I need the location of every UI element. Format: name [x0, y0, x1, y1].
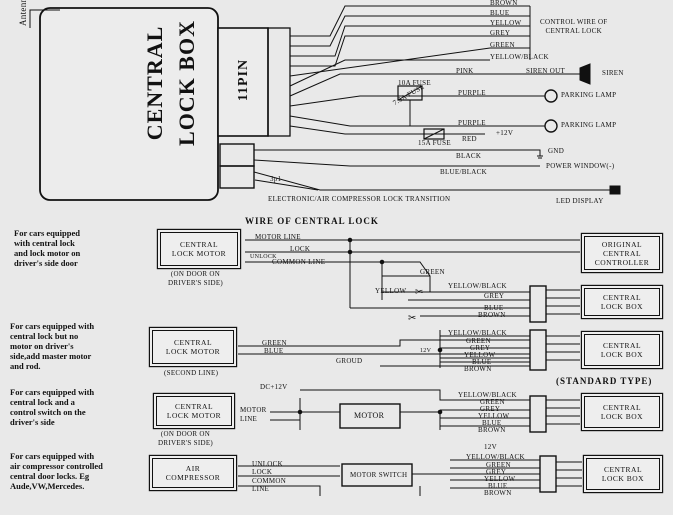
fuse-10a-label: 10A FUSE	[398, 79, 431, 87]
s1-motor-line: MOTOR LINE	[255, 233, 301, 241]
s1-w-blue: BLUE	[484, 304, 504, 312]
standard-type-label: (STANDARD TYPE)	[556, 376, 653, 386]
s3-w-grey: GREY	[480, 405, 501, 413]
s1-yellow: YELLOW	[375, 287, 407, 295]
wire-brown: BROWN	[490, 0, 518, 7]
section-1-device: CENTRAL LOCK MOTOR	[160, 232, 238, 266]
s2-w-green: GREEN	[466, 337, 491, 345]
s1-w-brown: BROWN	[478, 311, 506, 319]
s3-w-yellow-black: YELLOW/BLACK	[458, 391, 517, 399]
s2-blue: BLUE	[264, 347, 284, 355]
wire-red: RED	[462, 135, 477, 143]
s3-dc12v: DC+12V	[260, 383, 288, 391]
section-4-description: For cars equipped with air compressor co…	[10, 451, 103, 491]
s4-lock: LOCK	[252, 468, 273, 476]
s1-central-lock-box: CENTRAL LOCK BOX	[584, 288, 660, 316]
s3-motor: MOTOR	[354, 411, 385, 420]
s4-w-yellow-black: YELLOW/BLACK	[466, 453, 525, 461]
s2-w-yellow: YELLOW	[464, 351, 496, 359]
s1-lock: LOCK	[290, 245, 311, 253]
section-1-description: For cars equipped with central lock and …	[14, 228, 81, 268]
s2-w-yellow-black: YELLOW/BLACK	[448, 329, 507, 337]
wire-blue: BLUE	[490, 9, 510, 17]
s3-motor-line: MOTOR LINE	[240, 406, 267, 423]
s4-common: COMMON	[252, 477, 287, 485]
antenna-wire	[29, 9, 60, 28]
pin-label: 11PIN	[236, 58, 251, 102]
wire-yellow: YELLOW	[490, 19, 522, 27]
s2-central-lock-box: CENTRAL LOCK BOX	[584, 334, 660, 366]
fuse-15a-label: 15A FUSE	[418, 139, 451, 147]
wire-grey: GREY	[490, 29, 511, 37]
section-3-description: For cars equipped with central lock and …	[10, 387, 95, 427]
gnd-label: GND	[548, 147, 565, 155]
s4-central-lock-box: CENTRAL LOCK BOX	[586, 458, 660, 490]
control-wire-note: CONTROL WIRE OF CENTRAL LOCK	[540, 18, 608, 35]
s3-central-lock-box: CENTRAL LOCK BOX	[584, 396, 660, 428]
section-2-device: CENTRAL LOCK MOTOR	[152, 330, 234, 364]
s1-w-grey: GREY	[484, 292, 505, 300]
s1-common-line: COMMON LINE	[272, 258, 326, 266]
connector-3p-lower	[219, 165, 255, 189]
eleven-pin-plug	[267, 27, 291, 137]
s4-motor-switch: MOTOR SWITCH	[350, 471, 408, 479]
s1-w-yellow-black: YELLOW/BLACK	[448, 282, 507, 290]
s2-groud: GROUD	[336, 357, 363, 365]
parking-lamp-2: PARKING LAMP	[561, 121, 617, 129]
s2-green: GREEN	[262, 339, 287, 347]
wire-black: BLACK	[456, 152, 482, 160]
connector-3p-upper	[219, 143, 255, 167]
wire-green: GREEN	[490, 41, 515, 49]
s2-w-brown: BROWN	[464, 365, 492, 373]
main-box-title-2: LOCK BOX	[174, 20, 199, 146]
s3-w-blue: BLUE	[482, 419, 502, 427]
s2-w-blue: BLUE	[472, 358, 492, 366]
wire-purple-2: PURPLE	[458, 119, 486, 127]
s1-green: GREEN	[420, 268, 445, 276]
section-4-device: AIR COMPRESSOR	[152, 458, 234, 488]
antenna-label: Antenna	[18, 0, 28, 26]
eleven-pin-connector	[217, 27, 269, 137]
wire-of-central-lock-title: WIRE OF CENTRAL LOCK	[245, 216, 379, 226]
s4-line: LINE	[252, 485, 270, 493]
s4-w-brown: BROWN	[484, 489, 512, 497]
plus-12v-label: +12V	[496, 129, 514, 137]
power-window-label: POWER WINDOW(-)	[546, 162, 615, 170]
original-central-controller: ORIGINAL CENTRAL CONTROLLER	[584, 236, 660, 270]
electronic-note: ELECTRONIC/AIR COMPRESSOR LOCK TRANSITIO…	[268, 195, 451, 203]
section-2-caption: (SECOND LINE)	[164, 369, 219, 377]
section-3-caption: (ON DOOR ON DRIVER'S SIDE)	[158, 430, 214, 447]
wire-blue-black: BLUE/BLACK	[440, 168, 487, 176]
s3-w-green: GREEN	[480, 398, 505, 406]
s3-w-yellow: YELLOW	[478, 412, 510, 420]
s4-12v: 12V	[484, 443, 497, 451]
s4-w-yellow: YELLOW	[484, 475, 516, 483]
wire-yellow-black: YELLOW/BLACK	[490, 53, 549, 61]
wire-pink: PINK	[456, 67, 474, 75]
s2-12v: 12V	[420, 348, 432, 354]
wire-purple-1: PURPLE	[458, 89, 486, 97]
siren-label: SIREN	[602, 69, 624, 77]
section-1-caption: (ON DOOR ON DRIVER'S SIDE)	[168, 270, 224, 287]
s1-scissors-icon-2: ✂	[408, 313, 417, 324]
parking-lamp-1: PARKING LAMP	[561, 91, 617, 99]
s1-unlock: UNLOCK	[250, 254, 277, 260]
section-3-device: CENTRAL LOCK MOTOR	[156, 396, 232, 426]
main-box-title-1: CENTRAL	[142, 25, 167, 141]
s4-unlock: UNLOCK	[252, 460, 283, 468]
led-display-label: LED DISPLAY	[556, 197, 604, 205]
s4-w-blue: BLUE	[488, 482, 508, 490]
s1-scissors-icon: ✂	[415, 287, 424, 298]
s4-w-green: GREEN	[486, 461, 511, 469]
siren-out-label: SIREN OUT	[526, 67, 566, 75]
s3-w-brown: BROWN	[478, 426, 506, 434]
connector-3p-label: 3p1	[270, 175, 282, 183]
s2-w-grey: GREY	[470, 344, 491, 352]
section-2-description: For cars equipped with central lock but …	[10, 321, 95, 371]
s4-w-grey: GREY	[486, 468, 507, 476]
